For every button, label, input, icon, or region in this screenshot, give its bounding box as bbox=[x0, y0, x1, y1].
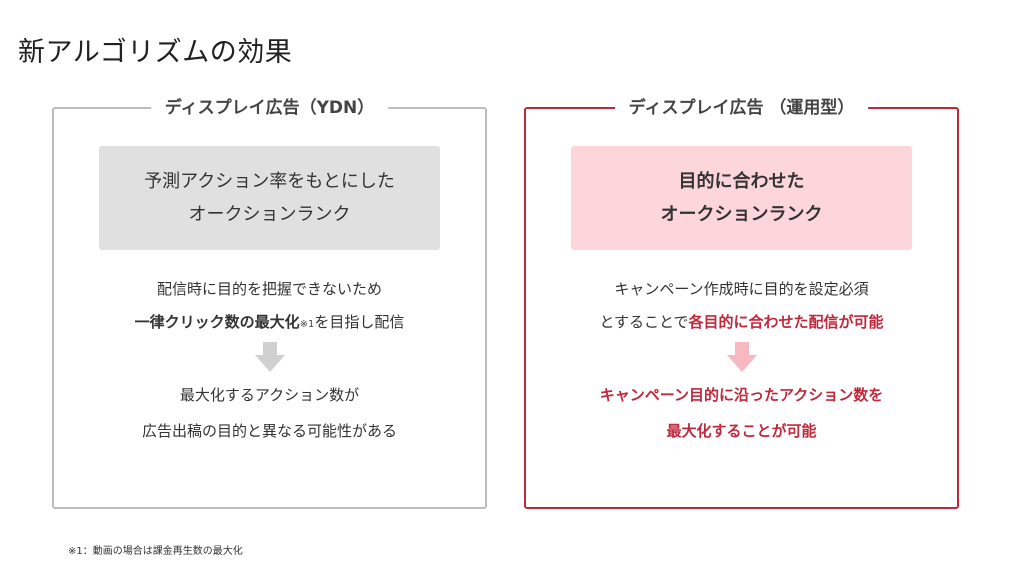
ydn-panel-heading: ディスプレイ広告（YDN） bbox=[150, 96, 389, 120]
ydn-box-line2: オークションランク bbox=[188, 203, 351, 225]
operational-panel-heading: ディスプレイ広告 （運用型） bbox=[614, 96, 869, 120]
ydn-desc-line1: 配信時に目的を把握できないため bbox=[156, 280, 382, 298]
ydn-desc-emphasis: 一律クリック数の最大化 bbox=[134, 313, 300, 331]
ydn-description: 配信時に目的を把握できないため 一律クリック数の最大化※1を目指し配信 bbox=[54, 273, 485, 341]
down-arrow-icon bbox=[254, 342, 285, 372]
ydn-box-line1: 予測アクション率をもとにした bbox=[144, 170, 395, 192]
ydn-panel: ディスプレイ広告（YDN） 予測アクション率をもとにした オークションランク 配… bbox=[52, 96, 487, 509]
ydn-result-line2: 広告出稿の目的と異なる可能性がある bbox=[141, 422, 397, 440]
page-title: 新アルゴリズムの効果 bbox=[18, 37, 293, 68]
ydn-auction-rank-box: 予測アクション率をもとにした オークションランク bbox=[99, 146, 440, 250]
operational-display-panel: ディスプレイ広告 （運用型） 目的に合わせた オークションランク キャンペーン作… bbox=[524, 96, 959, 509]
operational-box-line1: 目的に合わせた bbox=[678, 170, 805, 192]
ydn-result: 最大化するアクション数が 広告出稿の目的と異なる可能性がある bbox=[54, 377, 485, 449]
operational-result: キャンペーン目的に沿ったアクション数を 最大化することが可能 bbox=[526, 377, 957, 449]
footnote: ※1：動画の場合は課金再生数の最大化 bbox=[68, 546, 243, 557]
ydn-result-line1: 最大化するアクション数が bbox=[179, 386, 360, 404]
ydn-footnote-mark: ※1 bbox=[299, 319, 315, 330]
operational-result-line2: 最大化することが可能 bbox=[666, 422, 817, 440]
operational-description: キャンペーン作成時に目的を設定必須 とすることで各目的に合わせた配信が可能 bbox=[526, 273, 957, 339]
operational-box-line2: オークションランク bbox=[660, 203, 823, 225]
operational-result-line1: キャンペーン目的に沿ったアクション数を bbox=[599, 386, 884, 404]
down-arrow-icon bbox=[726, 342, 757, 372]
ydn-desc-rest: を目指し配信 bbox=[314, 313, 405, 331]
operational-desc-prefix: とすることで bbox=[599, 313, 689, 331]
operational-desc-line2: とすることで各目的に合わせた配信が可能 bbox=[526, 306, 957, 339]
ydn-desc-line2: 一律クリック数の最大化※1を目指し配信 bbox=[54, 306, 485, 341]
operational-desc-line1: キャンペーン作成時に目的を設定必須 bbox=[614, 280, 869, 298]
operational-desc-emphasis: 各目的に合わせた配信が可能 bbox=[688, 313, 884, 331]
operational-auction-rank-box: 目的に合わせた オークションランク bbox=[571, 146, 912, 250]
